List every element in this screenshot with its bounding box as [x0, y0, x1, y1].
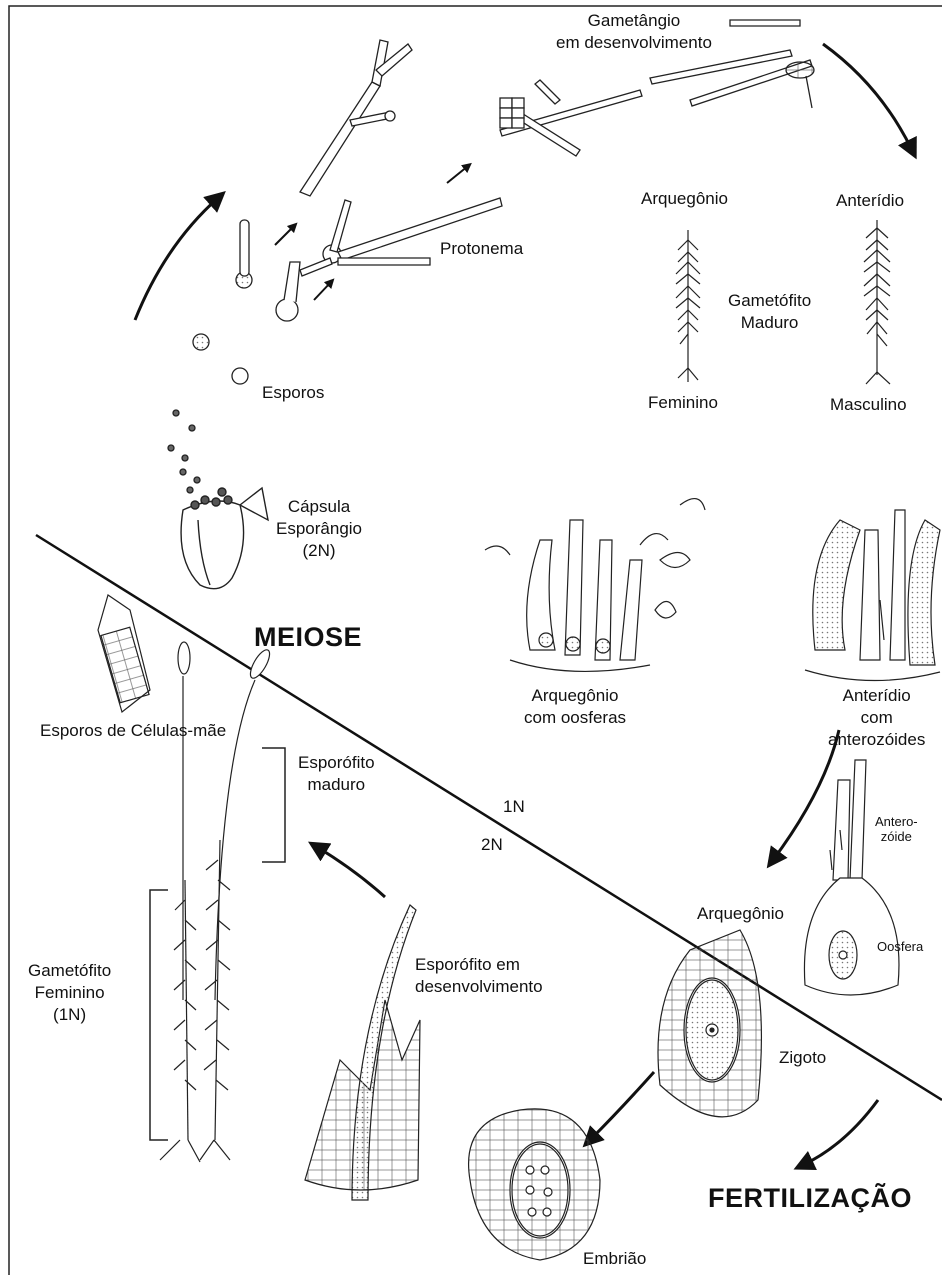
developing-sporophyte-illustration	[305, 905, 420, 1200]
label-protonema: Protonema	[440, 238, 523, 260]
archegonia-illustration	[485, 499, 705, 672]
label-esporos: Esporos	[262, 382, 324, 404]
bracket-female-gametophyte	[150, 890, 168, 1140]
protonema-illustration	[236, 20, 814, 321]
arrow-top-right	[823, 44, 912, 150]
archegonium-fertilization-illustration	[804, 760, 899, 995]
female-gametophyte	[676, 230, 700, 382]
label-anteridio-anterozoides: Anterídio com anterozóides	[828, 685, 925, 751]
label-oosfera: Oosfera	[877, 939, 923, 954]
ploidy-divider-line	[36, 535, 942, 1100]
label-zigoto: Zigoto	[779, 1047, 826, 1069]
label-gametangio: Gametângio em desenvolvimento	[556, 10, 712, 54]
arrow-sporophyte-up	[317, 847, 385, 897]
arrow-zygote-embryo	[590, 1072, 654, 1140]
antheridia-illustration	[805, 510, 940, 681]
capsule-illustration	[181, 488, 268, 589]
arrow-fertilization	[803, 1100, 878, 1165]
label-gametofito-feminino: Gametófito Feminino (1N)	[28, 960, 111, 1026]
label-esporos-celulas-mae: Esporos de Células-mãe	[40, 720, 226, 742]
label-capsula: Cápsula Esporângio (2N)	[276, 496, 362, 562]
bracket-mature-sporophyte	[262, 748, 285, 862]
label-gametofito-maduro: Gametófito Maduro	[728, 290, 811, 334]
label-embriao: Embrião	[583, 1248, 646, 1270]
label-arquegonio-mid: Arquegônio	[697, 903, 784, 925]
arrow-up-left	[135, 198, 218, 320]
label-anterozoide: Antero- zóide	[875, 814, 918, 844]
spores-illustration	[168, 334, 248, 493]
label-masculino: Masculino	[830, 394, 907, 416]
label-arquegonio-top: Arquegônio	[641, 188, 728, 210]
label-2n: 2N	[481, 834, 503, 856]
label-arquegonio-oosferas: Arquegônio com oosferas	[524, 685, 626, 729]
label-1n: 1N	[503, 796, 525, 818]
label-feminino: Feminino	[648, 392, 718, 414]
label-esporofito-maduro: Esporófito maduro	[298, 752, 375, 796]
label-anteridio-top: Anterídio	[836, 190, 904, 212]
label-esporofito-desenv: Esporófito em desenvolvimento	[415, 954, 543, 998]
embryo-illustration	[469, 1109, 600, 1260]
zygote-illustration	[658, 930, 761, 1117]
spore-mother-cells-illustration	[98, 595, 150, 712]
male-gametophyte	[864, 220, 890, 384]
page-frame	[9, 6, 942, 1275]
label-meiose: MEIOSE	[254, 622, 362, 653]
label-fertilizacao: FERTILIZAÇÃO	[708, 1183, 912, 1214]
